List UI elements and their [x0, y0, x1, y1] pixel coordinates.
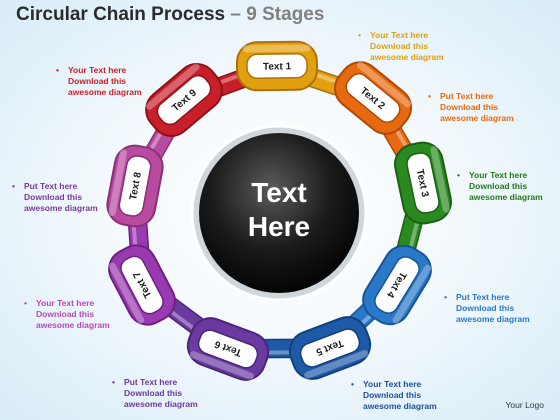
callout-5: Your Text here Download this awesome dia… [351, 379, 437, 412]
chain-link-3: Text 3 [394, 141, 452, 225]
chain-link-7: Text 7 [108, 244, 176, 326]
chain-link-label-box [374, 256, 420, 314]
chain-link-2: Text 2 [333, 61, 413, 135]
chain-link-label: Text 1 [263, 61, 292, 72]
chain-link-shine [145, 63, 200, 110]
callout-3-line1: Your Text here [457, 170, 543, 181]
chain-link-shine [189, 351, 254, 380]
callout-9-line3: awesome diagram [68, 87, 142, 97]
chain-link-shine [108, 262, 145, 324]
callout-4-line3: awesome diagram [456, 314, 530, 324]
callout-7-line2: Download this [36, 309, 95, 319]
callout-5-line2: Download this [363, 390, 422, 400]
callout-8-line1: Put Text here [12, 181, 98, 192]
chain-link-shine [304, 350, 369, 379]
title-subtitle: 9 Stages [246, 4, 325, 25]
callout-5-line3: awesome diagram [363, 401, 437, 411]
callout-1-line2: Download this [370, 41, 429, 51]
chain-link-6: Text 6 [186, 317, 270, 381]
callout-7-line3: awesome diagram [36, 320, 110, 330]
chain-link-label-box [197, 329, 259, 369]
callout-3-line2: Download this [469, 181, 528, 191]
chain-link-shine [242, 44, 311, 53]
chain-link-label-box [345, 73, 401, 123]
chain-link-label-box [156, 74, 212, 126]
callout-2: Put Text here Download this awesome diag… [428, 91, 514, 124]
chain-link-label-box [406, 152, 440, 214]
logo-placeholder: Your Logo [505, 400, 544, 410]
callout-1-line1: Your Text here [358, 30, 444, 41]
callout-4-line2: Download this [456, 303, 515, 313]
callout-7-line1: Your Text here [24, 298, 110, 309]
callout-2-line1: Put Text here [428, 91, 514, 102]
chain-link-label-box [299, 328, 361, 368]
title-dash: – [230, 4, 241, 25]
callout-9: Your Text here Download this awesome dia… [56, 65, 142, 98]
callout-9-line2: Download this [68, 76, 127, 86]
callout-3-line3: awesome diagram [469, 192, 543, 202]
callout-6-line3: awesome diagram [124, 399, 198, 409]
callout-2-line3: awesome diagram [440, 113, 514, 123]
callout-4-line1: Put Text here [444, 292, 530, 303]
chain-link-shine [356, 61, 412, 108]
chain-link-shine [430, 146, 450, 213]
chain-link-1: Text 1 [235, 40, 319, 92]
chain-link-label-box [120, 255, 164, 315]
title-main: Circular Chain Process [16, 4, 226, 25]
callout-7: Your Text here Download this awesome dia… [24, 298, 110, 331]
callout-8-line3: awesome diagram [24, 203, 98, 213]
chain-link-8: Text 8 [106, 144, 164, 228]
callout-6-line1: Put Text here [112, 377, 198, 388]
center-text-line2: Here [247, 211, 311, 242]
chain-link-4: Text 4 [362, 244, 432, 326]
chain-link-label: Text 8 [128, 171, 144, 201]
callout-8: Put Text here Download this awesome diag… [12, 181, 98, 214]
callout-6-line2: Download this [124, 388, 183, 398]
chain-link-label-box [246, 52, 308, 80]
callout-2-line2: Download this [440, 102, 499, 112]
callout-8-line2: Download this [24, 192, 83, 202]
callout-4: Put Text here Download this awesome diag… [444, 292, 530, 325]
center-orb [199, 133, 359, 293]
callout-9-line1: Your Text here [56, 65, 142, 76]
page-title: Circular Chain Process – 9 Stages [16, 4, 324, 26]
center-text-line1: Text [251, 177, 307, 208]
chain-link-9: Text 9 [145, 63, 223, 137]
callout-6: Put Text here Download this awesome diag… [112, 377, 198, 410]
chain-link-shine [108, 149, 127, 217]
callout-5-line1: Your Text here [351, 379, 437, 390]
chain-link-5: Text 5 [288, 316, 372, 380]
center-text: Text Here [199, 176, 359, 244]
callout-1: Your Text here Download this awesome dia… [358, 30, 444, 63]
chain-link-label-box [118, 155, 152, 217]
callout-3: Your Text here Download this awesome dia… [457, 170, 543, 203]
callout-1-line3: awesome diagram [370, 52, 444, 62]
chain-link-shine [392, 264, 432, 324]
